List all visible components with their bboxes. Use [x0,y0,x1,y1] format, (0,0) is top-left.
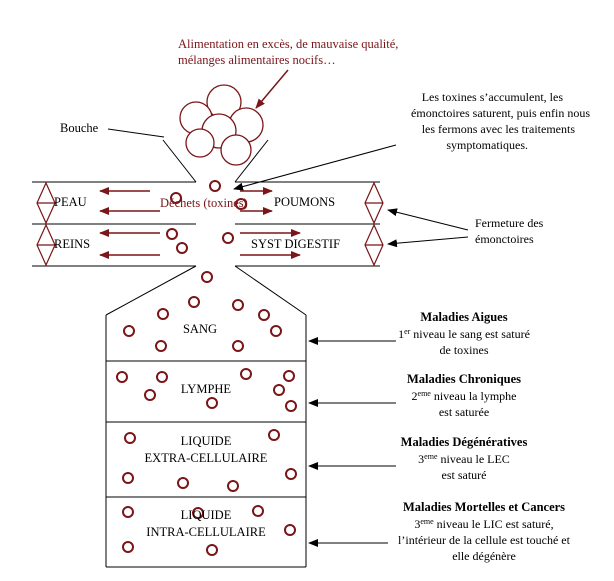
toxins-note-line1: Les toxines s’accumulent, les [422,90,564,104]
valve-reins [36,223,56,267]
mortelles-line2: l’intérieur de la cellule est touché et [398,533,571,547]
mouth-left-edge [162,139,197,183]
degeneratives-title: Maladies Dégénératives [401,435,528,449]
chroniques-line2: est saturée [439,405,489,419]
toxin-particles [116,180,297,556]
mortelles-title: Maladies Mortelles et Cancers [403,500,565,514]
body-outline [32,139,380,568]
label-lec-line2: EXTRA-CELLULAIRE [145,451,268,465]
label-peau: PEAU [54,195,87,209]
top-note-line1: Alimentation en excès, de mauvaise quali… [178,37,398,51]
right-valves [364,181,384,267]
valve-syst-digestif [364,223,384,267]
label-poumons: POUMONS [274,195,335,209]
label-lic-line1: LIQUIDE [181,508,232,522]
aigues-line1: 1er niveau le sang est saturé [398,327,530,341]
label-lec-line1: LIQUIDE [181,434,232,448]
degeneratives-line1: 3eme niveau le LEC [418,452,510,466]
label-reins: REINS [54,237,90,251]
arrow-top-note [255,69,289,109]
neck-left-edge [105,265,197,316]
flow-arrows [99,69,301,259]
aigues-line2: de toxines [440,343,489,357]
pointer-arrows [107,128,469,547]
bouche-label: Bouche [60,121,99,135]
top-note-line2: mélanges alimentaires nocifs… [178,53,336,67]
mouth-right-edge [234,139,269,183]
pointer-toxins [233,144,397,191]
mortelles-line3: elle dégénère [452,549,516,563]
valve-peau [36,181,56,225]
toxins-note-line3: les fermons avec les traitements [422,122,576,136]
chroniques-title: Maladies Chroniques [407,372,521,386]
chroniques-line1: 2eme niveau la lymphe [412,389,517,403]
label-syst-digestif: SYST DIGESTIF [251,237,340,251]
fermeture-line1: Fermeture des [475,216,544,230]
toxins-note-line2: émonctoires saturent, puis enfin nous [411,106,590,120]
label-lic-line2: INTRA-CELLULAIRE [146,525,266,539]
pointer-fermeture-2 [387,236,469,248]
mortelles-line1: 3eme niveau le LIC est saturé, [414,517,553,531]
fermeture-line2: émonctoires [475,232,534,246]
degeneratives-line2: est saturé [442,468,487,482]
labels: Alimentation en excès, de mauvaise quali… [54,37,590,563]
valve-poumons [364,181,384,225]
pointer-fermeture-1 [387,208,469,231]
label-dechets: Déchets (toxines) [160,196,248,210]
label-lymphe: LYMPHE [181,382,232,396]
aigues-title: Maladies Aigues [420,310,507,324]
food-cluster [179,84,264,166]
neck-right-edge [234,265,307,316]
toxins-note-line4: symptomatiques. [446,138,528,152]
left-valves [36,181,56,267]
pointer-bouche [107,128,165,138]
label-sang: SANG [183,322,217,336]
